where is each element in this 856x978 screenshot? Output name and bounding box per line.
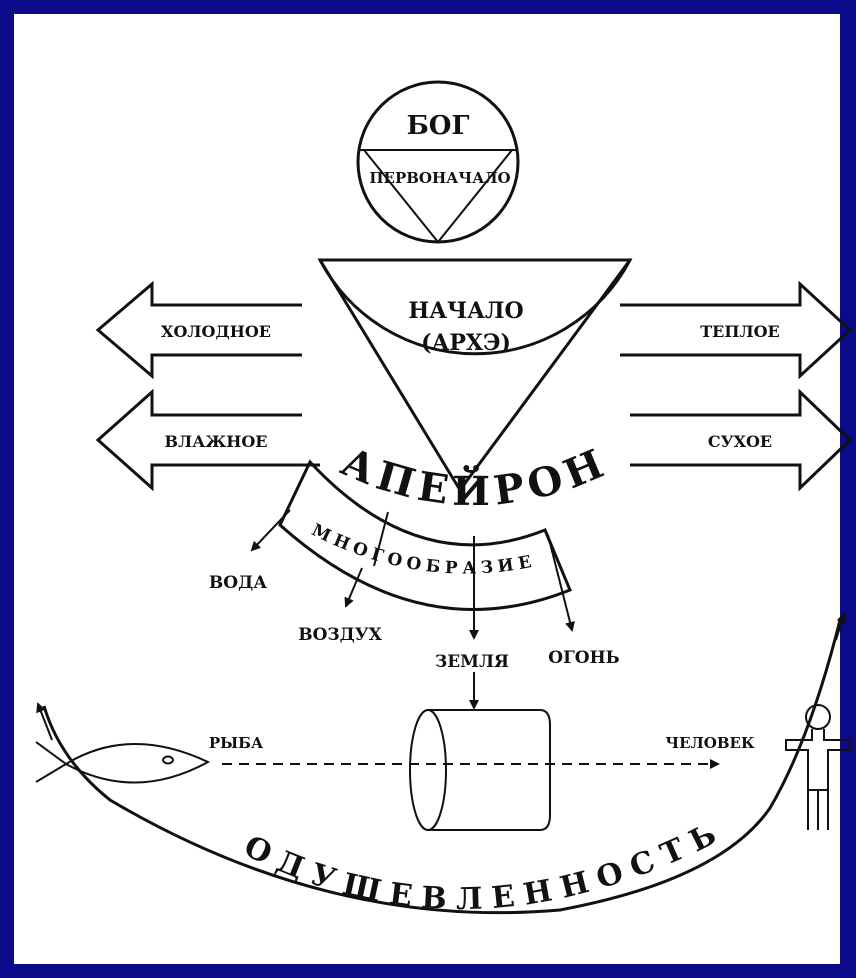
dry-label: СУХОЕ — [708, 432, 772, 451]
first-principle-label: ПЕРВОНАЧАЛО — [369, 169, 510, 187]
human-icon — [786, 705, 850, 830]
apeiron-label: АПЕЙРОН — [334, 438, 615, 515]
cylinder-shape — [410, 710, 550, 830]
first-principle-triangle — [364, 150, 512, 242]
fire-label: ОГОНЬ — [548, 648, 619, 668]
god-label: БОГ — [407, 111, 470, 141]
god-circle — [358, 82, 518, 242]
animation-label: ОДУШЕВЛЕННОСТЬ — [238, 813, 730, 918]
water-label: ВОДА — [209, 573, 267, 593]
warm-label: ТЕПЛОЕ — [700, 322, 780, 341]
human-label: ЧЕЛОВЕК — [665, 734, 755, 752]
cold-label: ХОЛОДНОЕ — [161, 322, 271, 341]
arche-label-1: НАЧАЛО — [408, 298, 523, 324]
fish-label: РЫБА — [209, 734, 264, 752]
earth-label: ЗЕМЛЯ — [435, 652, 509, 672]
arche-label-2: (АРХЭ) — [421, 330, 511, 356]
air-label: ВОЗДУХ — [298, 625, 382, 645]
wet-label: ВЛАЖНОЕ — [165, 432, 268, 451]
